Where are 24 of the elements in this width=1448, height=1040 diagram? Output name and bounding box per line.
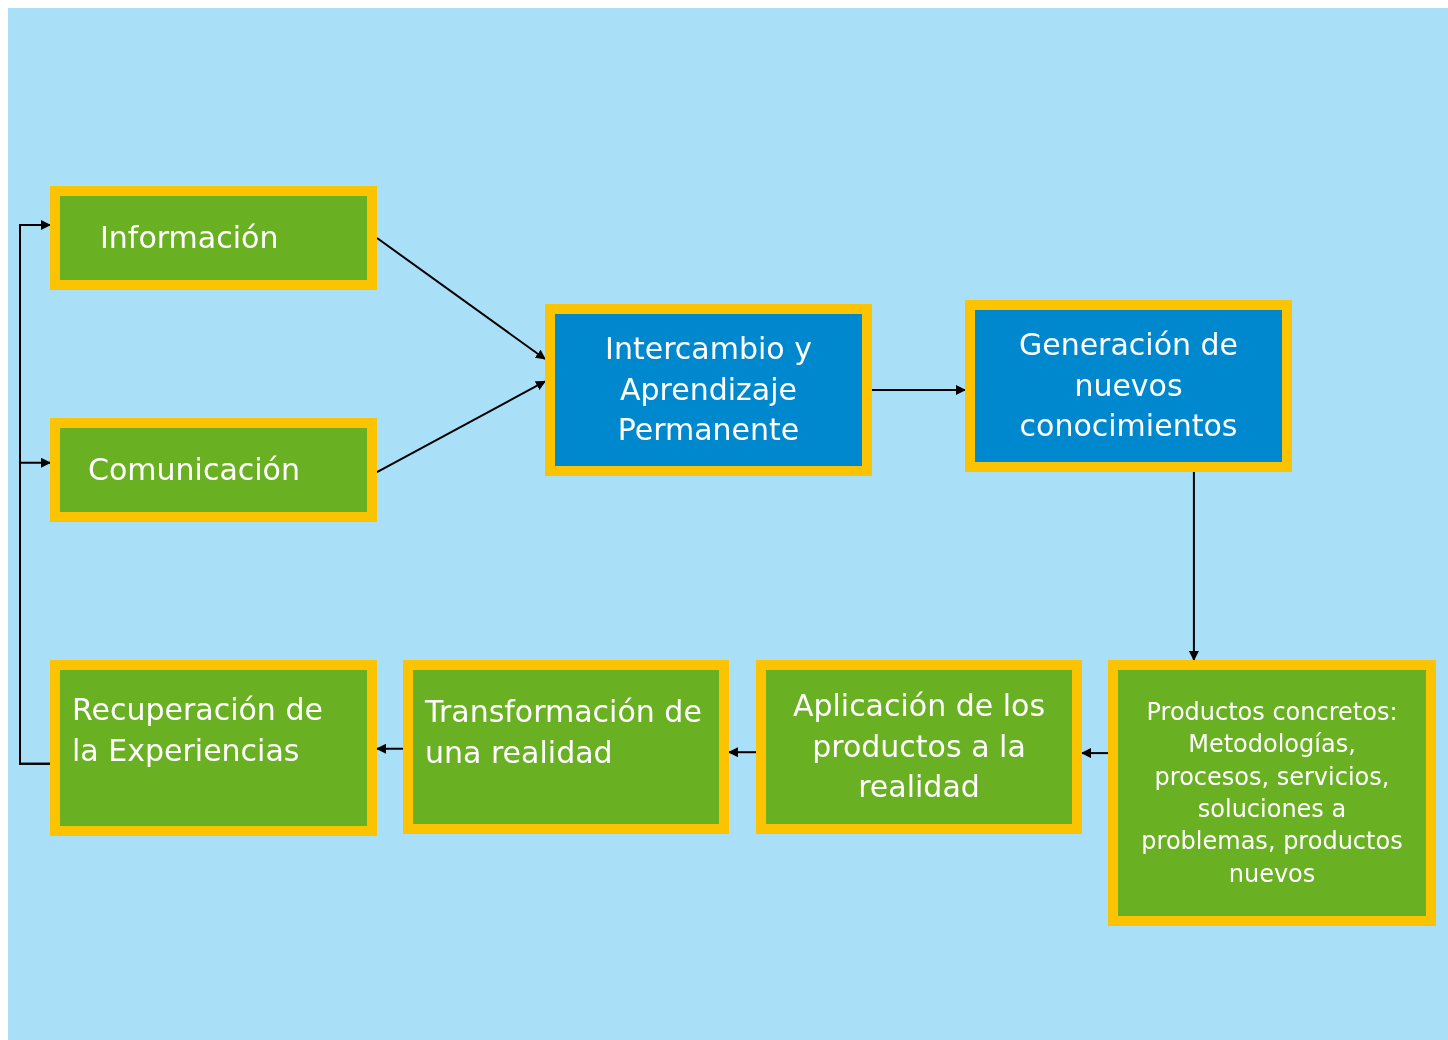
arrow (19, 457, 51, 765)
process-box (1108, 660, 1436, 926)
process-box (545, 304, 872, 476)
arrow (1188, 471, 1199, 661)
process-box (50, 186, 377, 290)
arrow (376, 743, 404, 754)
box-label: Productos concretos: Metodologías, procesos, servicios, soluciones a problemas, productos nuevos (1140, 696, 1404, 890)
process-box (50, 660, 377, 836)
box-label: Generación de nuevos conocimientos (1017, 326, 1240, 446)
arrow (871, 385, 966, 395)
process-box (403, 660, 729, 834)
process-box (965, 300, 1292, 472)
box-label: Intercambio y Aprendizaje Permanente (604, 330, 813, 450)
arrow (728, 747, 757, 758)
arrow (1081, 748, 1109, 759)
box-label: Transformación de una realidad (425, 693, 703, 772)
box-label: Comunicación (88, 450, 300, 489)
arrow (376, 380, 546, 474)
process-box (756, 660, 1082, 834)
process-box (50, 418, 377, 522)
arrow (376, 237, 546, 361)
box-label: Aplicación de los productos a la realidad (791, 687, 1047, 807)
box-label: Recuperación de la Experiencias (72, 691, 324, 770)
box-label: Información (100, 218, 279, 257)
